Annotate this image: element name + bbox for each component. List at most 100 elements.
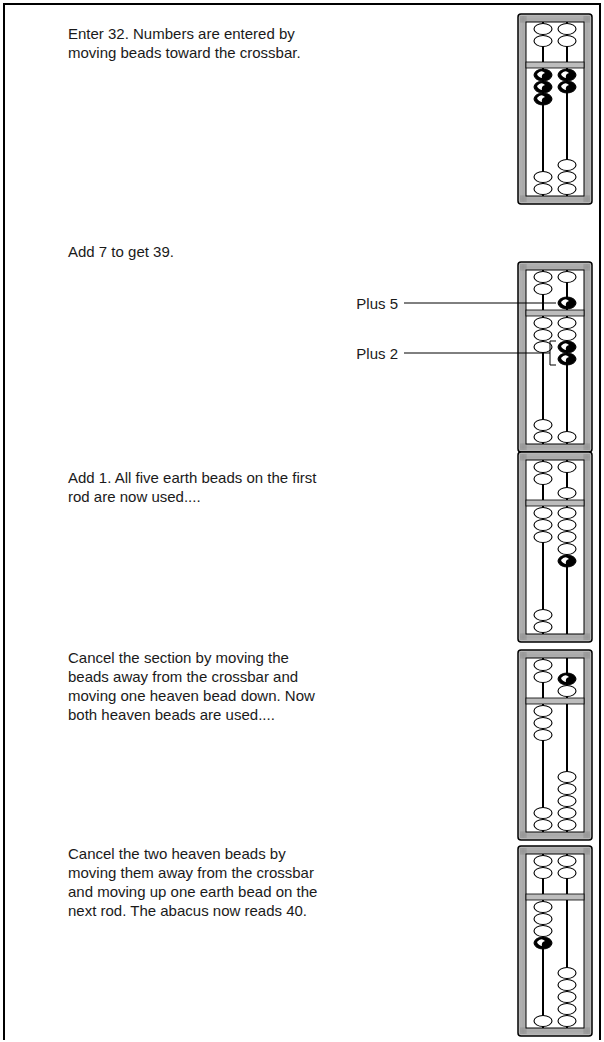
wood-grain bbox=[522, 454, 523, 640]
bead bbox=[534, 622, 552, 633]
wood-grain bbox=[587, 454, 588, 640]
bead bbox=[534, 532, 552, 543]
bead bbox=[534, 672, 552, 683]
wood-grain bbox=[522, 16, 523, 202]
wood-grain bbox=[587, 652, 588, 838]
bead bbox=[534, 926, 552, 937]
abacus bbox=[518, 452, 592, 642]
bead-highlight bbox=[537, 71, 545, 78]
wood-grain bbox=[588, 16, 589, 202]
wood-grain bbox=[520, 264, 590, 265]
bead-moved bbox=[558, 555, 576, 567]
bead bbox=[558, 980, 576, 991]
wood-grain bbox=[520, 836, 590, 837]
bead-highlight bbox=[561, 675, 569, 682]
wood-grain bbox=[520, 268, 590, 269]
bead bbox=[558, 808, 576, 819]
bead-moved bbox=[534, 93, 552, 105]
wood-grain bbox=[586, 454, 587, 640]
bead bbox=[558, 24, 576, 35]
wood-grain bbox=[520, 652, 521, 838]
bead bbox=[534, 432, 552, 443]
bead-highlight bbox=[537, 83, 545, 90]
wood-grain bbox=[520, 850, 590, 851]
bead bbox=[534, 318, 552, 329]
abacus-frame bbox=[518, 14, 592, 204]
wood-grain bbox=[520, 19, 590, 20]
bead bbox=[558, 772, 576, 783]
abacus-frame bbox=[518, 650, 592, 840]
bead-highlight bbox=[561, 71, 569, 78]
abacus bbox=[518, 650, 592, 840]
wood-grain bbox=[521, 652, 522, 838]
wood-grain bbox=[520, 637, 590, 638]
bead-highlight bbox=[561, 83, 569, 90]
wood-grain bbox=[520, 848, 590, 849]
wood-grain bbox=[520, 16, 590, 17]
wood-grain bbox=[522, 652, 523, 838]
wood-grain bbox=[523, 848, 524, 1034]
crossbar bbox=[526, 310, 584, 316]
bead bbox=[558, 272, 576, 283]
wood-grain bbox=[520, 199, 590, 200]
bead bbox=[534, 330, 552, 341]
wood-grain bbox=[586, 264, 587, 450]
bead bbox=[534, 1016, 552, 1027]
bead bbox=[534, 660, 552, 671]
abacus-frame bbox=[518, 452, 592, 642]
wood-grain bbox=[520, 450, 590, 451]
wood-grain bbox=[521, 454, 522, 640]
wood-grain bbox=[586, 848, 587, 1034]
crossbar bbox=[526, 62, 584, 68]
wood-grain bbox=[522, 264, 523, 450]
bead-moved bbox=[558, 81, 576, 93]
wood-grain bbox=[520, 446, 590, 447]
wood-grain bbox=[520, 654, 590, 655]
bead bbox=[558, 330, 576, 341]
wood-grain bbox=[520, 851, 590, 852]
bead bbox=[534, 718, 552, 729]
wood-grain bbox=[520, 848, 521, 1034]
wood-grain bbox=[585, 652, 586, 838]
wood-grain bbox=[520, 1030, 590, 1031]
crossbar bbox=[526, 500, 584, 506]
abacus-inner bbox=[526, 270, 584, 444]
step-text: Cancel the section by moving the beads a… bbox=[68, 648, 318, 724]
bead bbox=[534, 706, 552, 717]
wood-grain bbox=[585, 264, 586, 450]
bead bbox=[534, 272, 552, 283]
bead bbox=[558, 488, 576, 499]
wood-grain bbox=[520, 197, 590, 198]
wood-grain bbox=[520, 636, 590, 637]
bead bbox=[534, 610, 552, 621]
bead bbox=[534, 474, 552, 485]
bead-moved bbox=[534, 69, 552, 81]
bead bbox=[534, 420, 552, 431]
wood-grain bbox=[520, 454, 590, 455]
bead bbox=[558, 968, 576, 979]
bead bbox=[558, 36, 576, 47]
wood-grain bbox=[585, 454, 586, 640]
bead bbox=[558, 532, 576, 543]
leader-line bbox=[404, 353, 550, 354]
wood-grain bbox=[520, 457, 590, 458]
wood-grain bbox=[520, 455, 590, 456]
wood-grain bbox=[520, 16, 521, 202]
wood-grain bbox=[524, 652, 525, 838]
wood-grain bbox=[587, 264, 588, 450]
abacus bbox=[518, 262, 592, 452]
step-text: Add 7 to get 39. bbox=[68, 242, 318, 261]
wood-grain bbox=[520, 1034, 590, 1035]
wood-grain bbox=[520, 834, 590, 835]
wood-grain bbox=[520, 17, 590, 18]
bead-highlight bbox=[537, 939, 545, 946]
wood-grain bbox=[587, 16, 588, 202]
bead bbox=[558, 784, 576, 795]
bead-highlight bbox=[537, 95, 545, 102]
bead-moved bbox=[558, 341, 576, 353]
wood-grain bbox=[520, 640, 590, 641]
wood-grain bbox=[520, 638, 590, 639]
wood-grain bbox=[523, 16, 524, 202]
bead bbox=[558, 508, 576, 519]
wood-grain bbox=[524, 454, 525, 640]
